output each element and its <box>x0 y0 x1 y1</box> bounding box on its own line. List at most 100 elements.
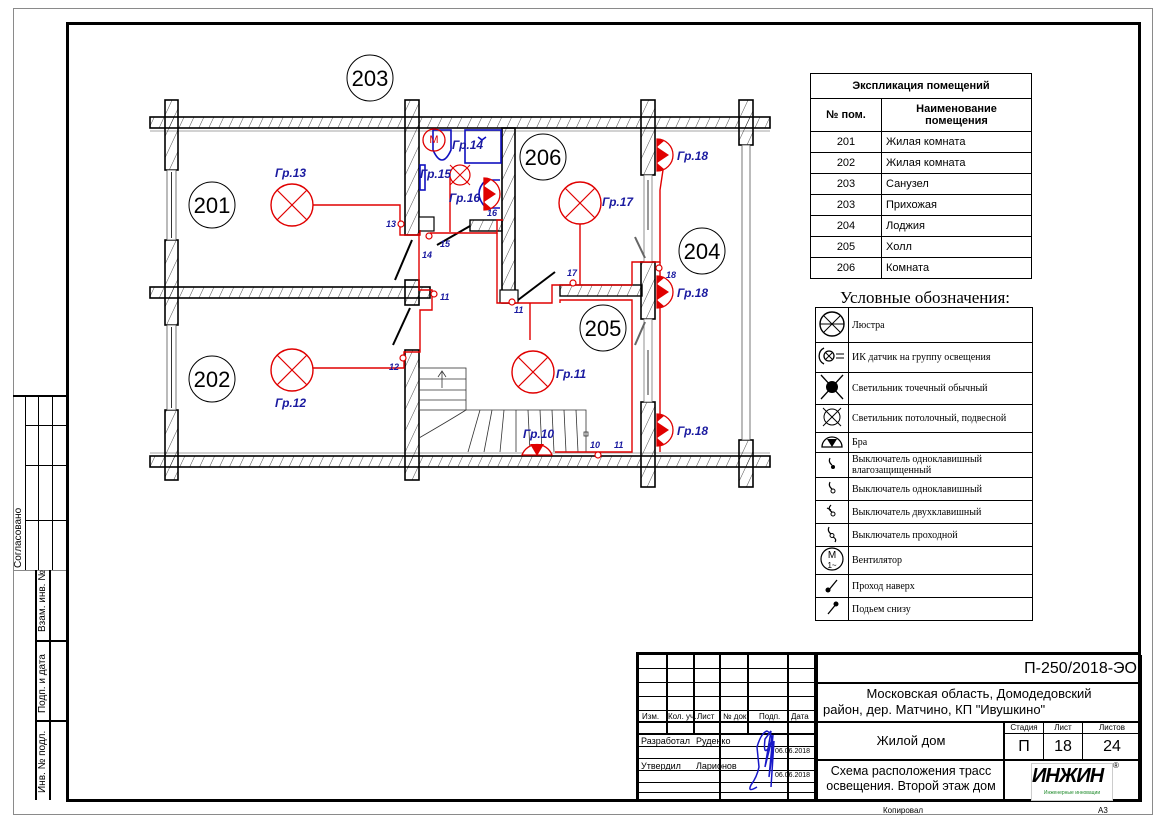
room-label-202: 202 <box>188 355 236 403</box>
signature-image <box>749 730 775 791</box>
switch-number-11-a: 11 <box>440 292 449 302</box>
svg-text:205: 205 <box>585 316 622 341</box>
switch-double-icon <box>826 504 836 516</box>
header-podp: Подп. <box>759 712 781 721</box>
legend-row: Бра <box>815 432 1033 453</box>
stage-value: П <box>1018 738 1030 755</box>
developed-name: Руденко <box>696 736 731 746</box>
wall-top <box>149 116 771 132</box>
room-number: 203 <box>810 173 882 195</box>
legend-table: Люстра ИК датчик на группу освещения Све… <box>815 307 1033 621</box>
switch-number-18: 18 <box>666 270 676 280</box>
switch-number-13: 13 <box>386 219 396 229</box>
legend-label: Вентилятор <box>848 546 1033 575</box>
document-code: П-250/2018-ЭО <box>1024 660 1137 677</box>
room-name: Жилая комната <box>881 131 1032 153</box>
header-list: Лист <box>697 712 715 721</box>
group-label-10: Гр.10 <box>523 427 554 441</box>
sconce-icon <box>821 436 843 448</box>
svg-text:201: 201 <box>194 193 231 218</box>
replacement-inv-label: Взам. инв. № <box>37 570 48 632</box>
explication-col-name: Наименование помещения <box>881 98 1032 132</box>
chandelier-icon <box>819 310 845 337</box>
room-name: Прихожая <box>881 194 1032 216</box>
room-number: 202 <box>810 152 882 174</box>
sconce-gr18-top <box>656 138 674 172</box>
svg-text:206: 206 <box>525 145 562 170</box>
approved-name: Ларионов <box>696 761 737 771</box>
format-label: А3 <box>1098 806 1108 815</box>
room-number: 205 <box>810 236 882 258</box>
group-label-18-mid: Гр.18 <box>677 286 708 300</box>
agreed-label: Согласовано <box>13 507 24 568</box>
fan-gr14: M <box>422 128 446 152</box>
room-label-206: 206 <box>519 133 567 181</box>
switch-passthrough-icon <box>827 526 837 542</box>
header-izm: Изм. <box>642 712 660 721</box>
fan-symbol-plan: M <box>429 134 438 146</box>
room-name: Холл <box>881 236 1032 258</box>
chandelier-gr13 <box>270 183 314 227</box>
logo-registered: ® <box>1113 761 1119 770</box>
wall-bottom <box>149 452 771 468</box>
ir-sensor-icon <box>818 347 844 365</box>
room-number: 201 <box>810 131 882 153</box>
wall-206-205 <box>559 284 643 297</box>
legend-label: ИК датчик на группу освещения <box>848 342 1033 373</box>
fan-icon: M1~ <box>820 547 844 571</box>
title-block: Изм. Кол. уч. Лист № док. Подп. Дата Раз… <box>636 652 1142 802</box>
switch-number-10: 10 <box>590 440 600 450</box>
header-kol: Кол. уч. <box>668 712 697 721</box>
sconce-gr18-bottom <box>656 413 674 447</box>
room-label-201: 201 <box>188 181 236 229</box>
room-number: 206 <box>810 257 882 279</box>
logo-text: ИНЖИН <box>1032 765 1104 787</box>
legend-label: Проход наверх <box>848 574 1033 598</box>
sconce-gr16 <box>483 177 501 211</box>
explication-col-number: № пом. <box>810 98 882 132</box>
header-data: Дата <box>791 712 809 721</box>
fan-symbol-bottom: 1~ <box>827 561 836 570</box>
room-name: Санузел <box>881 173 1032 195</box>
group-label-16: Гр.16 <box>449 191 480 205</box>
sheets-label: Листов <box>1099 723 1125 732</box>
wall-central <box>392 99 420 481</box>
legend-row: Выключатель одноклавишный <box>815 477 1033 501</box>
sconce-gr10 <box>521 443 553 456</box>
stage-label: Стадия <box>1010 723 1038 732</box>
legend-row: Выключатель одноклавишный влагозащищенны… <box>815 452 1033 478</box>
svg-text:204: 204 <box>684 239 721 264</box>
legend-label: Выключатель одноклавишный <box>848 477 1033 501</box>
sconce-gr18-mid <box>656 275 674 309</box>
ceiling-light-icon <box>822 407 842 427</box>
switch-number-16: 16 <box>487 208 498 218</box>
legend-row: Светильник потолочный, подвесной <box>815 404 1033 433</box>
wall-middle <box>149 286 431 299</box>
sheet-outer-border <box>13 8 1153 815</box>
switch-number-12: 12 <box>389 362 399 372</box>
chandelier-gr11 <box>511 350 555 394</box>
legend-row: Выключатель проходной <box>815 523 1033 547</box>
sheet-title-line-1: Схема расположения трасс <box>830 764 992 778</box>
object-name: Жилой дом <box>876 733 946 748</box>
legend-label: Выключатель одноклавишный влагозащищенны… <box>848 452 1033 478</box>
legend-label: Светильник точечный обычный <box>848 372 1033 405</box>
developed-role: Разработал <box>641 736 690 746</box>
svg-text:202: 202 <box>194 367 231 392</box>
svg-text:203: 203 <box>352 66 389 91</box>
legend-label: Выключатель проходной <box>848 523 1033 547</box>
ceiling-light-gr15 <box>449 164 471 186</box>
switch-single-icon <box>828 481 836 493</box>
room-number: 203 <box>810 194 882 216</box>
copied-label: Копировал <box>883 806 924 815</box>
switch-number-17: 17 <box>567 268 578 278</box>
legend-row: Светильник точечный обычный <box>815 372 1033 405</box>
room-explication-table: Экспликация помещений № пом. Наименовани… <box>810 73 1032 279</box>
pass-up-icon <box>825 579 838 592</box>
